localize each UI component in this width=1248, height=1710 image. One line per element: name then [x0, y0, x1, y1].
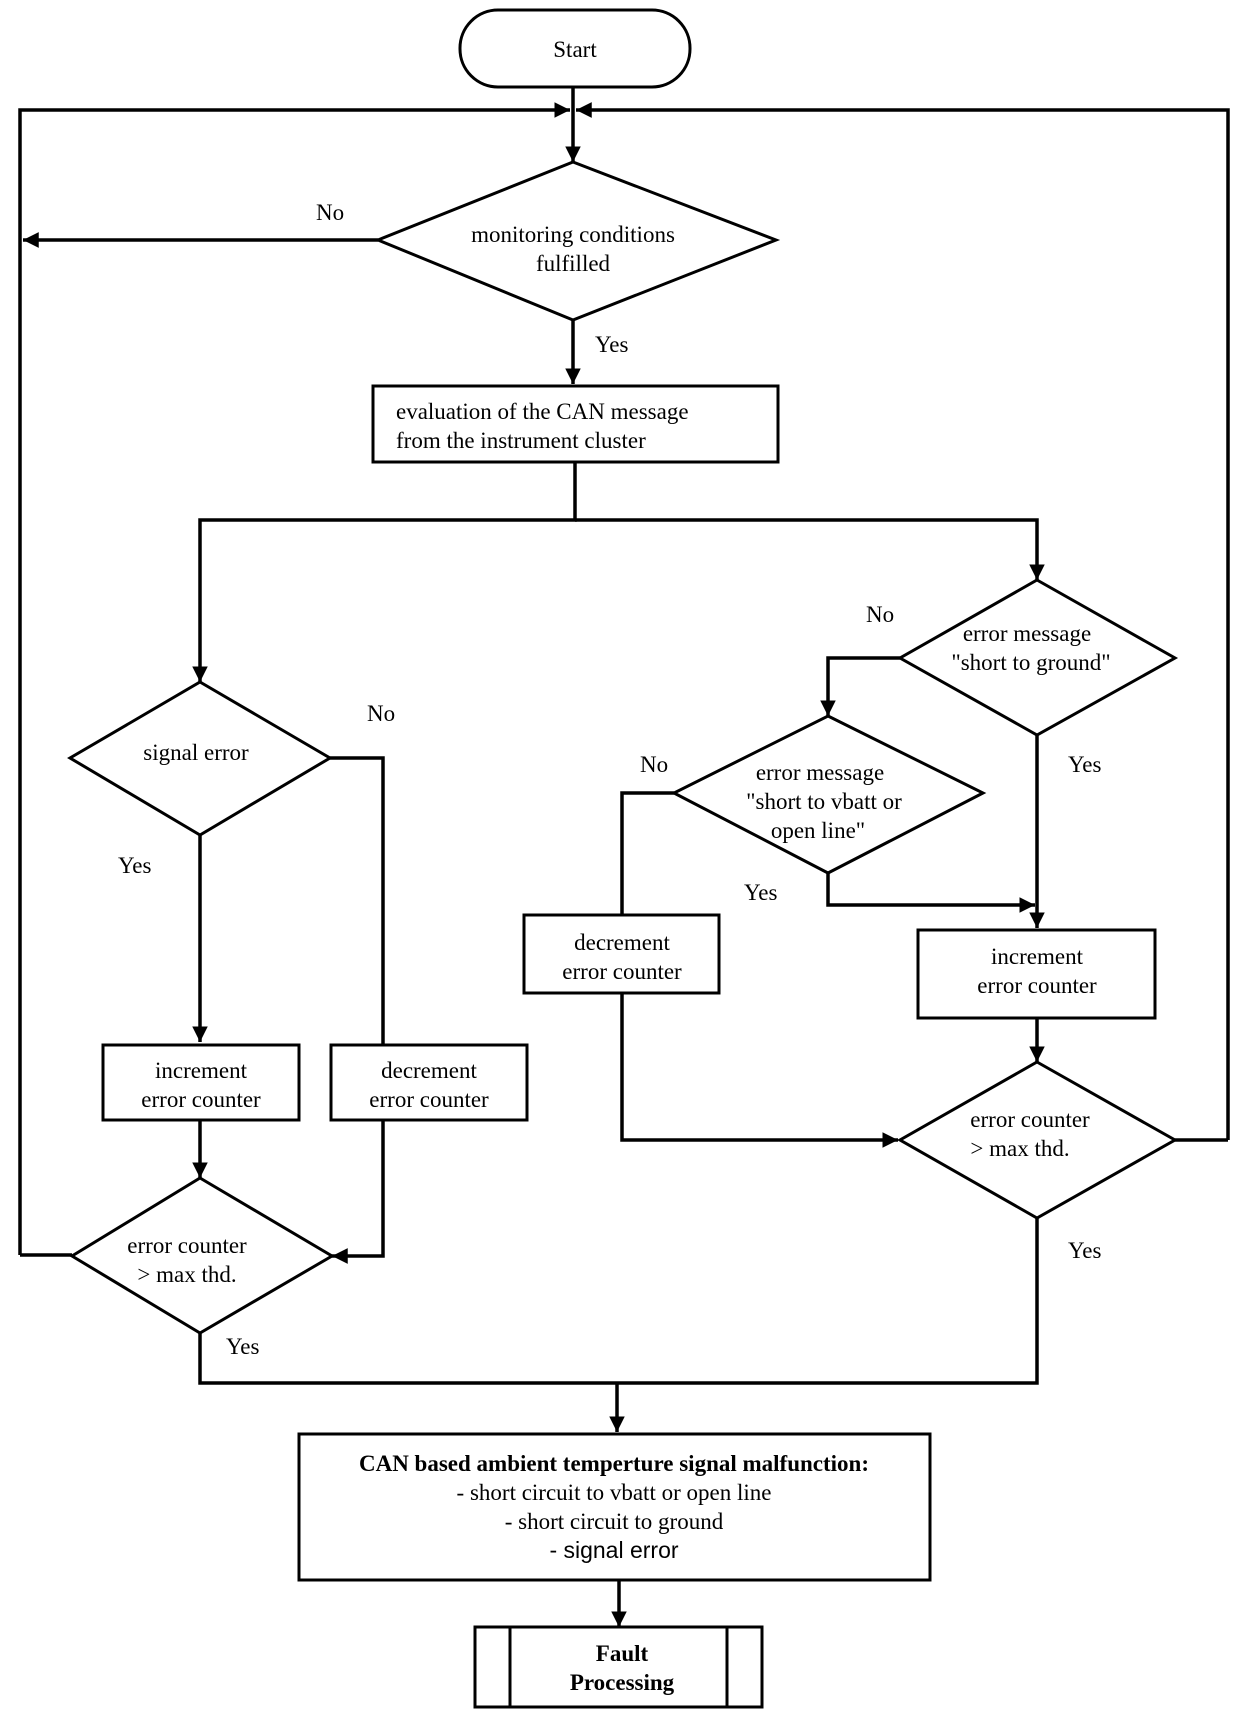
monitoring-yes-label: Yes — [595, 332, 629, 357]
malfunction-item-2: - short circuit to ground — [505, 1509, 724, 1534]
monitoring-label-line-1: monitoring conditions — [471, 222, 675, 247]
left-increment-label-line-2: error counter — [141, 1087, 261, 1112]
fault-processing-node: Fault Processing — [473, 1625, 764, 1709]
vbatt-label-line-2: "short to vbatt or — [746, 789, 902, 814]
vbatt-yes-label: Yes — [744, 880, 778, 905]
left-threshold-label-line-2: > max thd. — [137, 1262, 236, 1287]
monitoring-decision: monitoring conditions fulfilled — [374, 160, 781, 322]
signal-error-label: signal error — [143, 740, 249, 765]
start-node: Start — [458, 8, 692, 89]
vbatt-yes-arrow — [826, 873, 1035, 913]
vbatt-label-line-1: error message — [756, 760, 884, 785]
right-decrement-to-threshold-arrow — [620, 993, 898, 1148]
right-decrement-process: decrement error counter — [522, 913, 721, 995]
ground-decision: error message "short to ground" — [896, 578, 1179, 737]
ground-yes-label: Yes — [1068, 752, 1102, 777]
monitoring-label-line-2: fulfilled — [536, 251, 611, 276]
signal-no-line — [330, 756, 385, 1045]
left-decrement-to-threshold-arrow — [332, 1120, 385, 1264]
right-increment-label-line-2: error counter — [977, 973, 1097, 998]
connectors — [18, 87, 1230, 1627]
vbatt-label-line-3: open line" — [771, 818, 865, 843]
right-threshold-label-line-1: error counter — [970, 1107, 1090, 1132]
evaluation-to-ground-check-arrow — [575, 518, 1045, 580]
monitoring-no-label: No — [316, 200, 344, 225]
left-decrement-label-line-2: error counter — [369, 1087, 489, 1112]
vbatt-decision: error message "short to vbatt or open li… — [670, 714, 987, 875]
right-threshold-label-line-2: > max thd. — [970, 1136, 1069, 1161]
malfunction-item-1: - short circuit to vbatt or open line — [457, 1480, 772, 1505]
right-threshold-decision: error counter > max thd. — [896, 1060, 1179, 1220]
signal-error-decision: signal error — [67, 680, 333, 837]
ground-label-line-1: error message — [963, 621, 1091, 646]
right-loop-back-arrow — [576, 102, 1230, 1140]
ground-no-arrow — [820, 656, 900, 716]
threshold-yes-merge-line — [198, 1218, 1039, 1385]
right-threshold-yes-label: Yes — [1068, 1238, 1102, 1263]
left-threshold-decision: error counter > max thd. — [69, 1176, 335, 1335]
left-increment-process: increment error counter — [101, 1043, 301, 1122]
right-decrement-label-line-1: decrement — [574, 930, 670, 955]
ground-label-line-2: "short to ground" — [951, 650, 1110, 675]
right-increment-process: increment error counter — [916, 928, 1157, 1020]
left-increment-label-line-1: increment — [155, 1058, 248, 1083]
signal-yes-label: Yes — [118, 853, 152, 878]
fault-label-line-2: Processing — [570, 1670, 675, 1695]
signal-no-label: No — [367, 701, 395, 726]
vbatt-no-label: No — [640, 752, 668, 777]
right-decrement-label-line-2: error counter — [562, 959, 682, 984]
evaluation-label-line-2: from the instrument cluster — [396, 428, 646, 453]
evaluation-process: evaluation of the CAN message from the i… — [371, 384, 780, 464]
left-threshold-yes-label: Yes — [226, 1334, 260, 1359]
fault-label-line-1: Fault — [596, 1641, 649, 1666]
evaluation-label-line-1: evaluation of the CAN message — [396, 399, 689, 424]
malfunction-title: CAN based ambient temperture signal malf… — [359, 1451, 869, 1476]
ground-no-label: No — [866, 602, 894, 627]
vbatt-no-line — [620, 791, 674, 915]
edge-labels: No Yes No Yes Yes No Yes No Yes Yes — [118, 200, 1102, 1359]
left-decrement-label-line-1: decrement — [381, 1058, 477, 1083]
left-decrement-process: decrement error counter — [329, 1043, 529, 1122]
left-loop-back-arrow — [18, 102, 570, 1255]
malfunction-process: CAN based ambient temperture signal malf… — [297, 1432, 932, 1582]
left-threshold-label-line-1: error counter — [127, 1233, 247, 1258]
right-increment-label-line-1: increment — [991, 944, 1084, 969]
start-label: Start — [553, 37, 597, 62]
malfunction-item-3: - signal error — [549, 1537, 678, 1563]
evaluation-to-signal-error-arrow — [192, 462, 577, 682]
